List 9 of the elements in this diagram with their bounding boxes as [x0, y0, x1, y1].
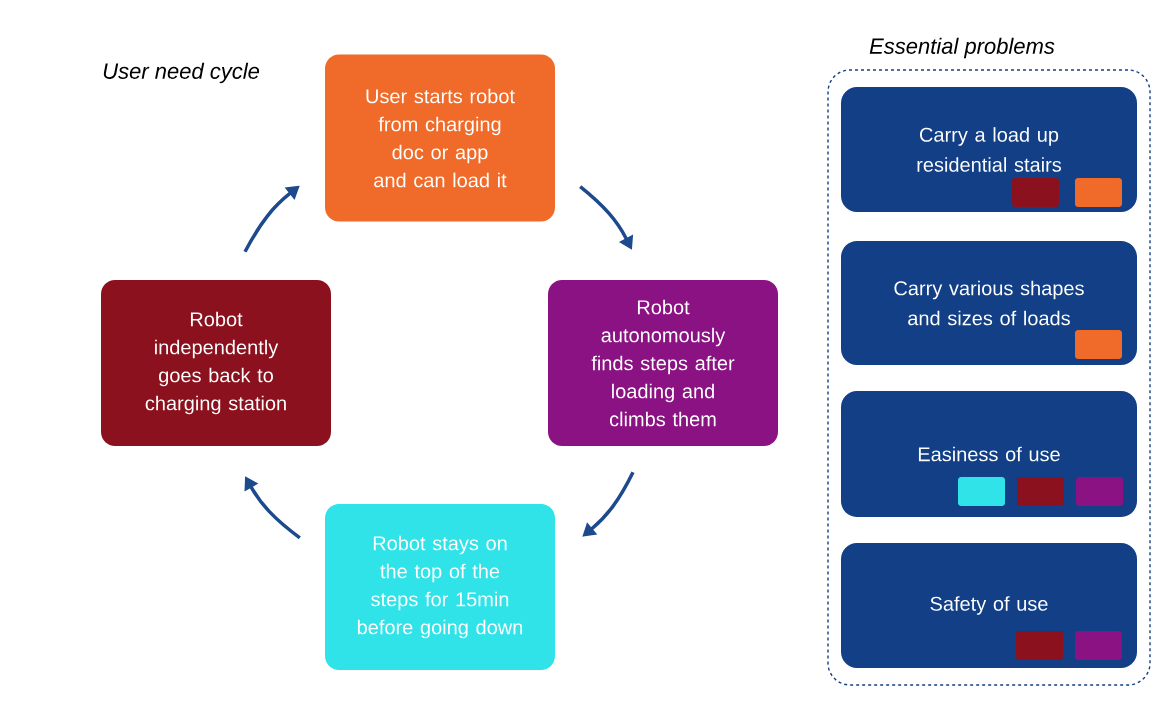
problem-box: Safety of use — [841, 543, 1137, 668]
cycle-heading: User need cycle — [103, 62, 260, 84]
step-box: User starts robot from charging doc or app and can load it — [325, 54, 555, 222]
step-box: Robot stays on the top of the steps for 15min before going down — [325, 504, 555, 670]
step-box: Robot autonomously finds steps after loading and climbs them — [548, 280, 778, 446]
step-box: Robot independently goes back to charging station — [101, 280, 331, 446]
group-heading: Essential problems — [869, 37, 1055, 59]
problem-box: Carry a load up residential stairs — [841, 87, 1137, 212]
problem-box: Carry various shapes and sizes of loads — [841, 241, 1137, 365]
